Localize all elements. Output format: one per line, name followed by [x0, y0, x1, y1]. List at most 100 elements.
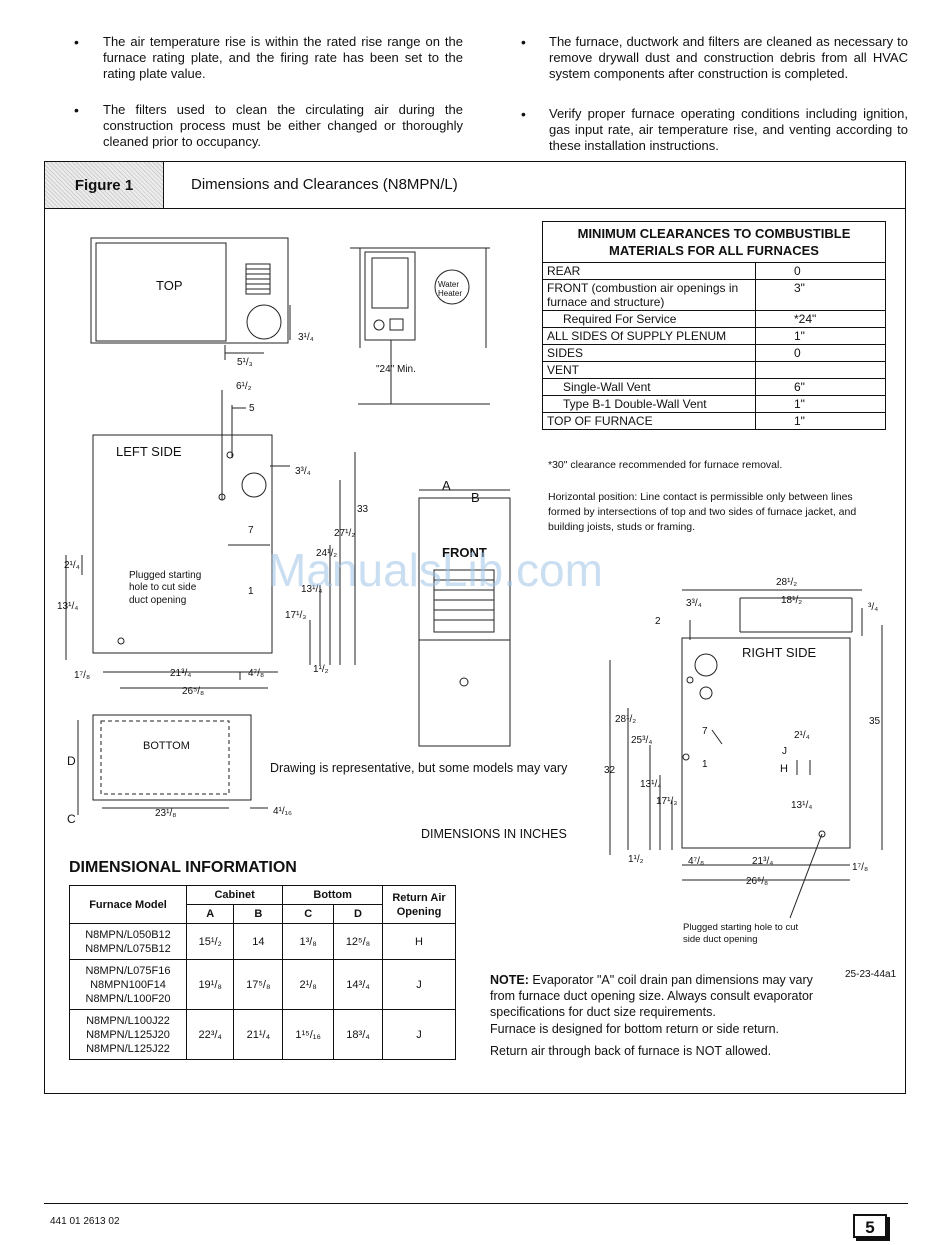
clearance-label: Type B-1 Double-Wall Vent: [542, 395, 756, 413]
figure-frame: Figure 1 Dimensions and Clearances (N8MP…: [44, 161, 906, 1094]
clearance-value: 0: [755, 344, 886, 362]
dim-label: 13¹/₄: [640, 779, 661, 790]
footer-rule: [44, 1203, 908, 1204]
clearance-label: TOP OF FURNACE: [542, 412, 756, 430]
note-label: NOTE:: [490, 973, 529, 987]
clearances-table: MINIMUM CLEARANCES TO COMBUSTIBLE MATERI…: [542, 221, 886, 430]
dim-label: 2: [655, 616, 661, 627]
front-view-label: FRONT: [442, 545, 487, 560]
col-header-b: B: [233, 904, 284, 924]
clearance-value: [755, 361, 886, 379]
clearance-label: Single-Wall Vent: [542, 378, 756, 396]
left-side-outline: [92, 434, 273, 654]
plugged-hole-left-label-2: hole to cut side: [129, 582, 197, 593]
cell-d: 14³/₄: [333, 959, 383, 1010]
dim-label: 5: [249, 403, 255, 414]
table-row: N8MPN/L050B12 N8MPN/L075B12 15¹/₂ 14 1³/…: [69, 923, 456, 960]
top-view-label: TOP: [156, 278, 183, 293]
left-side-label: LEFT SIDE: [116, 444, 182, 459]
clearance-label: FRONT (combustion air openings in furnac…: [542, 279, 756, 311]
dim-label: 1¹/₂: [313, 664, 329, 675]
dim-label: 7: [248, 525, 254, 536]
plugged-hole-left-label-3: duct opening: [129, 595, 186, 606]
bullet-text-verify: Verify proper furnace operating conditio…: [549, 106, 908, 153]
return-note-1: Furnace is designed for bottom return or…: [490, 1022, 780, 1036]
clearances-title-line-2: MATERIALS FOR ALL FURNACES: [609, 243, 819, 258]
cell-return: J: [382, 1009, 456, 1060]
cell-return: H: [382, 923, 456, 960]
model-cell: N8MPN/L100J22 N8MPN/L125J20 N8MPN/L125J2…: [69, 1009, 187, 1060]
dim-label: 26⁵/₈: [182, 686, 204, 697]
dimensional-heading: DIMENSIONAL INFORMATION: [69, 859, 297, 876]
clearances-title: MINIMUM CLEARANCES TO COMBUSTIBLE MATERI…: [542, 221, 886, 263]
dim-label: 2¹/₄: [64, 560, 80, 571]
col-header-a: A: [185, 904, 235, 924]
bullet-text-filters: The filters used to clean the circulatin…: [103, 102, 463, 149]
bottom-view-label: BOTTOM: [143, 740, 190, 752]
cell-c: 1¹⁵/₁₆: [282, 1009, 335, 1060]
dim-label: 27¹/₂: [334, 528, 355, 539]
page-number: 5: [853, 1214, 887, 1238]
dim-label: 6¹/₂: [236, 381, 252, 392]
clearance-value: 1": [755, 327, 886, 345]
dimensions-in-inches: DIMENSIONS IN INCHES: [421, 827, 567, 841]
clearance-label: VENT: [542, 361, 756, 379]
dim-label: 21³/₄: [752, 856, 773, 867]
bullet-text-air-rise: The air temperature rise is within the r…: [103, 34, 463, 81]
figure-title: Dimensions and Clearances (N8MPN/L): [191, 176, 458, 193]
cell-a: 19¹/₈: [185, 959, 235, 1010]
table-row: VENT: [542, 361, 886, 379]
col-header-c: C: [282, 904, 335, 924]
model-cell: N8MPN/L075F16 N8MPN100F14 N8MPN/L100F20: [69, 959, 187, 1010]
col-header-cabinet: Cabinet: [185, 885, 284, 905]
plugged-hole-right-label: Plugged starting hole to cut: [683, 922, 798, 933]
clearance-label: SIDES: [542, 344, 756, 362]
return-note-2: Return air through back of furnace is NO…: [490, 1044, 772, 1058]
dim-label: 28¹/₂: [776, 577, 797, 588]
dimensional-table: Furnace Model Cabinet Bottom Return Air …: [69, 885, 456, 1060]
dim-label: 25³/₄: [631, 735, 652, 746]
clearance-value: 1": [755, 395, 886, 413]
figure-header: Figure 1 Dimensions and Clearances (N8MP…: [45, 162, 905, 209]
col-header-d: D: [333, 904, 383, 924]
evaporator-note: NOTE: Evaporator "A" coil drain pan dime…: [490, 972, 835, 1020]
clearance-value: 0: [755, 262, 886, 280]
dim-label: 3³/₄: [295, 466, 311, 477]
clearance-label: REAR: [542, 262, 756, 280]
doc-number: 441 01 2613 02: [50, 1216, 120, 1227]
bottom-view-outline: [92, 714, 252, 801]
dim-label: 24¹/₂: [316, 548, 337, 559]
dim-label: 1¹/₂: [628, 854, 644, 865]
watermark: ManualsLib.com: [268, 544, 603, 596]
clearance-value: 6": [755, 378, 886, 396]
dim-label: 3¹/₄: [298, 332, 314, 343]
table-row: Required For Service*24": [542, 310, 886, 328]
dim-label: 33: [357, 504, 369, 515]
bullet-marker: •: [74, 34, 79, 50]
dim-label: ³/₄: [868, 602, 878, 613]
dim-label: 3³/₄: [686, 598, 702, 609]
table-row: FRONT (combustion air openings in furnac…: [542, 279, 886, 311]
cell-c: 2¹/₈: [282, 959, 335, 1010]
cell-d: 12⁵/₈: [333, 923, 383, 960]
dim-label: 5¹/₃: [237, 357, 253, 368]
cell-return: J: [382, 959, 456, 1010]
dim-label: 4⁷/₈: [688, 856, 704, 867]
clearances-title-line-1: MINIMUM CLEARANCES TO COMBUSTIBLE: [577, 226, 851, 241]
cell-b: 17⁵/₈: [233, 959, 284, 1010]
dim-letter-b: B: [471, 490, 480, 505]
dim-label: 1⁷/₈: [74, 670, 90, 681]
bullet-marker: •: [74, 102, 79, 118]
clearance-value: 1": [755, 412, 886, 430]
vent-circle-top: [246, 304, 282, 340]
cell-a: 15¹/₂: [185, 923, 235, 960]
top-view-outline: [90, 237, 289, 344]
dim-label: 17¹/₃: [285, 610, 306, 621]
dim-label: 26⁵/₈: [746, 876, 768, 887]
dim-label: 28¹/₂: [615, 714, 636, 725]
